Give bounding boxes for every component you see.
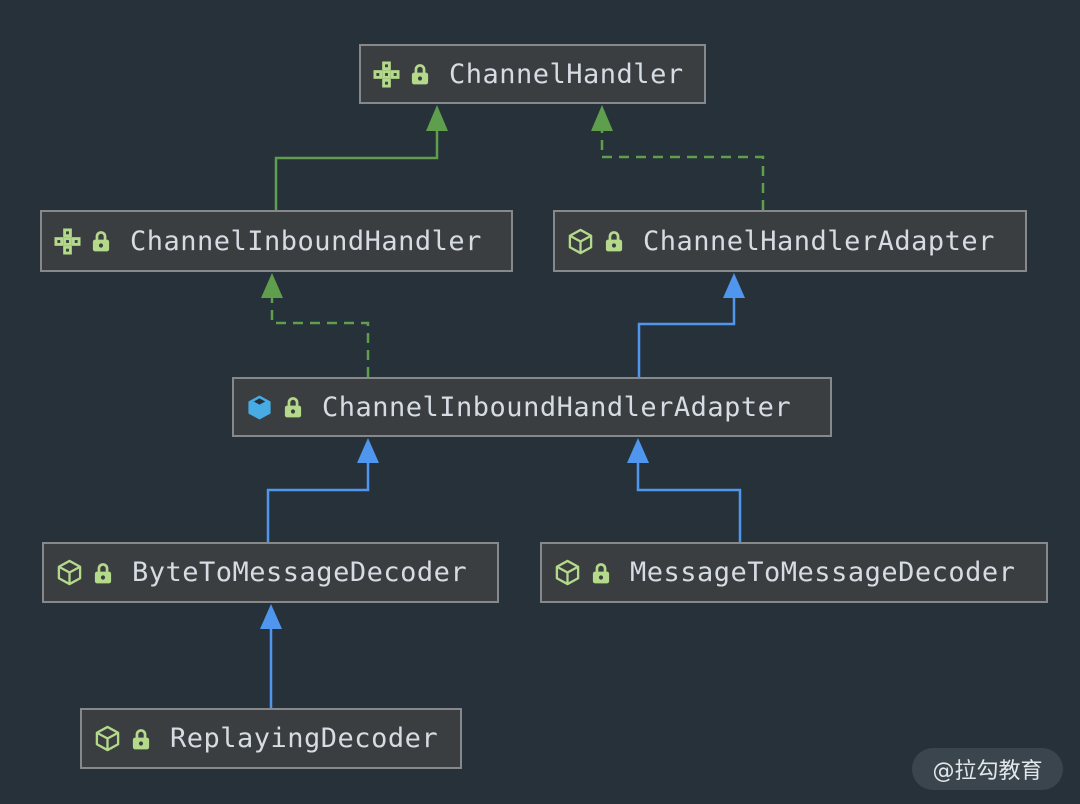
class-icon-highlighted — [246, 394, 273, 421]
class-icon — [554, 559, 581, 586]
lock-icon — [605, 230, 623, 252]
class-name: ChannelInboundHandler — [130, 225, 482, 257]
interface-icon — [373, 60, 400, 88]
edge-channelhandleradapter-implements-channelhandler — [591, 105, 765, 210]
class-node-bytetomessagedecoder[interactable]: ByteToMessageDecoder — [42, 542, 499, 603]
edge-channelinboundhandleradapter-extends-channelhandleradapter — [637, 273, 745, 377]
class-name: ChannelHandler — [449, 58, 684, 90]
class-node-channelinboundhandleradapter[interactable]: ChannelInboundHandlerAdapter — [232, 377, 832, 437]
interface-icon — [54, 227, 81, 255]
edge-channelinboundhandleradapter-implements-channelinboundhandler — [261, 273, 370, 377]
lock-icon — [132, 728, 150, 750]
edge-bytetomessagedecoder-extends-channelinboundhandleradapter — [266, 438, 379, 542]
class-icon — [94, 725, 121, 752]
class-icon — [567, 228, 594, 255]
class-node-channelhandleradapter[interactable]: ChannelHandlerAdapter — [553, 210, 1027, 272]
class-name: ReplayingDecoder — [170, 723, 439, 754]
edge-messagetomessagedecoder-extends-channelinboundhandleradapter — [627, 438, 742, 542]
class-name: ChannelInboundHandlerAdapter — [322, 391, 792, 423]
watermark-badge: @拉勾教育 — [912, 748, 1063, 790]
class-node-channelhandler[interactable]: ChannelHandler — [359, 44, 706, 104]
edge-channelinboundhandler-extends-channelhandler — [274, 105, 448, 210]
class-icon — [56, 559, 83, 586]
class-name: MessageToMessageDecoder — [630, 557, 1016, 588]
class-node-channelinboundhandler[interactable]: ChannelInboundHandler — [40, 210, 513, 272]
lock-icon — [92, 230, 110, 252]
class-name: ByteToMessageDecoder — [132, 557, 468, 588]
edge-replayingdecoder-extends-bytetomessagedecoder — [260, 604, 282, 708]
lock-icon — [94, 562, 112, 584]
class-name: ChannelHandlerAdapter — [643, 225, 995, 257]
lock-icon — [592, 562, 610, 584]
class-node-messagetomessagedecoder[interactable]: MessageToMessageDecoder — [540, 542, 1048, 603]
lock-icon — [284, 396, 302, 418]
lock-icon — [411, 63, 429, 85]
watermark-text: @拉勾教育 — [932, 759, 1043, 784]
class-node-replayingdecoder[interactable]: ReplayingDecoder — [80, 708, 462, 769]
